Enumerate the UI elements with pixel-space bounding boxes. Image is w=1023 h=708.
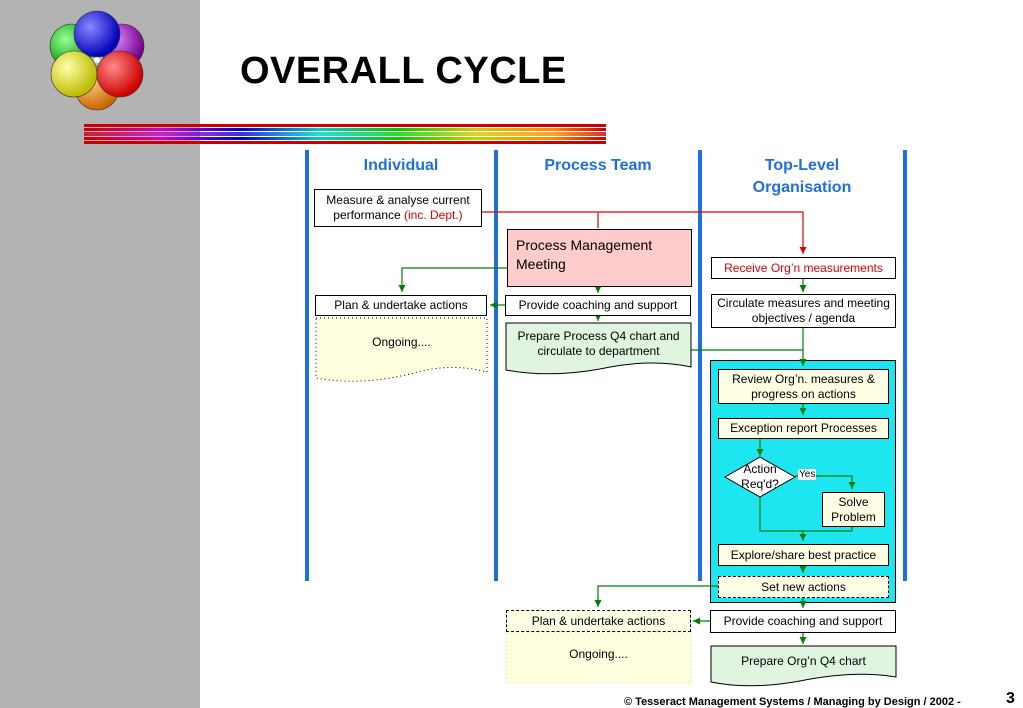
lane-header-individual: Individual bbox=[363, 157, 439, 174]
step-solve-problem: Solve Problem bbox=[822, 492, 885, 527]
step-set-new-actions: Set new actions bbox=[718, 576, 889, 598]
lane-divider-left bbox=[305, 150, 309, 581]
step-measure-analyse: Measure & analyse current performance (i… bbox=[314, 189, 482, 227]
step-receive-measurements: Receive Org’n measurements bbox=[711, 257, 896, 279]
lane-header-top-level: Top-Level Organisation bbox=[704, 155, 900, 199]
rainbow-divider bbox=[84, 124, 606, 144]
lane-divider-mid1 bbox=[494, 150, 498, 581]
step-measure-dept-note: (inc. Dept.) bbox=[404, 208, 463, 222]
decision-yes-label: Yes bbox=[798, 469, 817, 480]
step-exception-report: Exception report Processes bbox=[718, 418, 889, 439]
lane-header-top-level-line2: Organisation bbox=[752, 179, 852, 196]
lane-divider-mid2 bbox=[698, 150, 702, 581]
footer-copyright: © Tesseract Management Systems / Managin… bbox=[624, 696, 961, 708]
ongoing-team: Ongoing.... bbox=[569, 647, 628, 661]
step-prepare-org-chart: Prepare Org’n Q4 chart bbox=[741, 654, 866, 668]
page-title: OVERALL CYCLE bbox=[240, 50, 567, 92]
step-coaching-team: Provide coaching and support bbox=[505, 295, 691, 316]
step-measure-line1: Measure & analyse current bbox=[326, 193, 470, 207]
logo-icon bbox=[49, 10, 145, 111]
step-circulate-measures: Circulate measures and meeting objective… bbox=[711, 294, 896, 328]
decision-action-required: Action Req'd? bbox=[741, 462, 779, 491]
step-process-management-meeting: Process Management Meeting bbox=[507, 229, 692, 287]
lane-divider-right bbox=[903, 150, 907, 581]
lane-header-process-team: Process Team bbox=[544, 157, 652, 174]
step-prepare-process-chart: Prepare Process Q4 chart and circulate t… bbox=[517, 329, 680, 358]
sidebar-panel bbox=[0, 0, 200, 708]
page-number: 3 bbox=[1006, 690, 1015, 707]
step-measure-line2: performance (inc. Dept.) bbox=[333, 208, 463, 222]
ongoing-individual: Ongoing.... bbox=[372, 335, 431, 349]
step-explore-best-practice: Explore/share best practice bbox=[718, 544, 889, 566]
step-plan-individual: Plan & undertake actions bbox=[315, 295, 487, 316]
step-coaching-top: Provide coaching and support bbox=[710, 610, 896, 633]
step-plan-team: Plan & undertake actions bbox=[506, 610, 691, 632]
step-review-measures: Review Org’n. measures & progress on act… bbox=[718, 369, 889, 404]
lane-header-top-level-line1: Top-Level bbox=[764, 157, 840, 174]
